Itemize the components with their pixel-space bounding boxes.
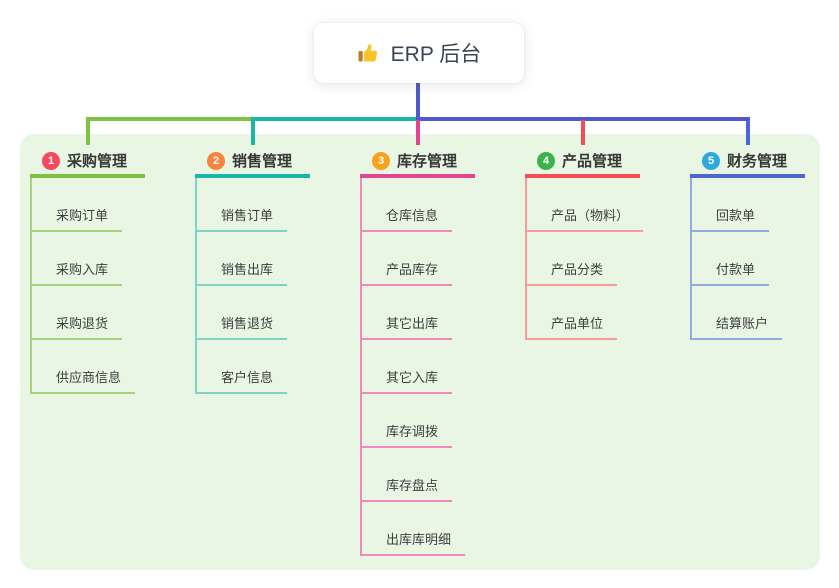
connector-line [415, 120, 420, 145]
child-node-row: 产品单位 [527, 286, 640, 340]
branch-header-inventory-management[interactable]: 3 库存管理 [360, 147, 475, 178]
connector-line [580, 120, 585, 145]
child-node[interactable]: 出库库明细 [362, 529, 466, 556]
child-node[interactable]: 产品（物料） [527, 205, 644, 232]
branch-number-badge: 4 [537, 151, 555, 170]
branch-inventory-management: 3 库存管理 仓库信息产品库存其它出库其它入库库存调拨库存盘点出库库明细 [360, 147, 475, 556]
branch-children: 产品（物料） 产品分类产品单位 [525, 178, 644, 340]
child-node-row: 客户信息 [197, 340, 310, 394]
child-node-row: 销售出库 [197, 232, 310, 286]
branch-number-badge: 3 [372, 151, 390, 170]
child-node-row: 采购入库 [32, 232, 145, 286]
branch-children: 回款单付款单结算账户 [690, 178, 805, 340]
child-node-row: 供应商信息 [32, 340, 145, 394]
child-node[interactable]: 库存调拨 [362, 421, 453, 448]
branch-header-finance-management[interactable]: 5 财务管理 [690, 147, 805, 178]
child-node-row: 其它入库 [362, 340, 475, 394]
child-node-row: 产品（物料） [527, 178, 644, 232]
branch-label: 产品管理 [562, 153, 623, 170]
branch-label: 销售管理 [232, 153, 293, 170]
root-node[interactable]: ERP 后台 [314, 23, 524, 83]
child-node-row: 其它出库 [362, 286, 475, 340]
connector-line [85, 117, 255, 121]
child-node-row: 回款单 [692, 178, 805, 232]
child-node[interactable]: 供应商信息 [32, 367, 136, 394]
child-node-row: 仓库信息 [362, 178, 475, 232]
branch-purchase-management: 1 采购管理 采购订单采购入库采购退货供应商信息 [30, 147, 145, 394]
branch-children: 仓库信息产品库存其它出库其它入库库存调拨库存盘点出库库明细 [360, 178, 475, 556]
branch-product-management: 4 产品管理 产品（物料） 产品分类产品单位 [525, 147, 644, 340]
connector-line [250, 120, 255, 145]
child-node[interactable]: 库存盘点 [362, 475, 453, 502]
connector-line [250, 117, 420, 121]
child-node-row: 采购退货 [32, 286, 145, 340]
child-node[interactable]: 销售出库 [197, 259, 288, 286]
branch-sales-management: 2 销售管理 销售订单销售出库销售退货客户信息 [195, 147, 310, 394]
branch-number-badge: 2 [207, 151, 225, 170]
child-node[interactable]: 产品库存 [362, 259, 453, 286]
child-node[interactable]: 回款单 [692, 205, 770, 232]
branch-label: 财务管理 [727, 153, 788, 170]
root-label: ERP 后台 [390, 43, 482, 66]
child-node-row: 库存盘点 [362, 448, 475, 502]
child-node[interactable]: 结算账户 [692, 313, 783, 340]
child-node-row: 出库库明细 [362, 502, 475, 556]
branch-children: 销售订单销售出库销售退货客户信息 [195, 178, 310, 394]
child-node-row: 采购订单 [32, 178, 145, 232]
child-node[interactable]: 采购退货 [32, 313, 123, 340]
thumbs-up-icon [357, 41, 381, 65]
child-node-row: 产品库存 [362, 232, 475, 286]
child-node[interactable]: 付款单 [692, 259, 770, 286]
child-node-row: 产品分类 [527, 232, 640, 286]
branch-label: 采购管理 [67, 153, 128, 170]
child-node-row: 销售订单 [197, 178, 310, 232]
connector-line [85, 120, 90, 145]
branch-number-badge: 5 [702, 151, 720, 170]
child-node[interactable]: 产品分类 [527, 259, 618, 286]
connector-line [415, 83, 420, 121]
branch-children: 采购订单采购入库采购退货供应商信息 [30, 178, 145, 394]
child-node-row: 付款单 [692, 232, 805, 286]
child-node[interactable]: 采购订单 [32, 205, 123, 232]
child-node[interactable]: 其它出库 [362, 313, 453, 340]
branch-header-sales-management[interactable]: 2 销售管理 [195, 147, 310, 178]
branch-number-badge: 1 [42, 151, 60, 170]
child-node[interactable]: 产品单位 [527, 313, 618, 340]
branch-header-purchase-management[interactable]: 1 采购管理 [30, 147, 145, 178]
child-node[interactable]: 销售退货 [197, 313, 288, 340]
child-node-row: 结算账户 [692, 286, 805, 340]
child-node[interactable]: 客户信息 [197, 367, 288, 394]
branches-panel [20, 134, 820, 570]
child-node[interactable]: 仓库信息 [362, 205, 453, 232]
branch-finance-management: 5 财务管理 回款单付款单结算账户 [690, 147, 805, 340]
child-node-row: 库存调拨 [362, 394, 475, 448]
child-node[interactable]: 销售订单 [197, 205, 288, 232]
branch-header-product-management[interactable]: 4 产品管理 [525, 147, 640, 178]
connector-line [415, 117, 750, 121]
connector-line [745, 120, 750, 145]
branch-label: 库存管理 [397, 153, 458, 170]
child-node-row: 销售退货 [197, 286, 310, 340]
child-node[interactable]: 其它入库 [362, 367, 453, 394]
child-node[interactable]: 采购入库 [32, 259, 123, 286]
